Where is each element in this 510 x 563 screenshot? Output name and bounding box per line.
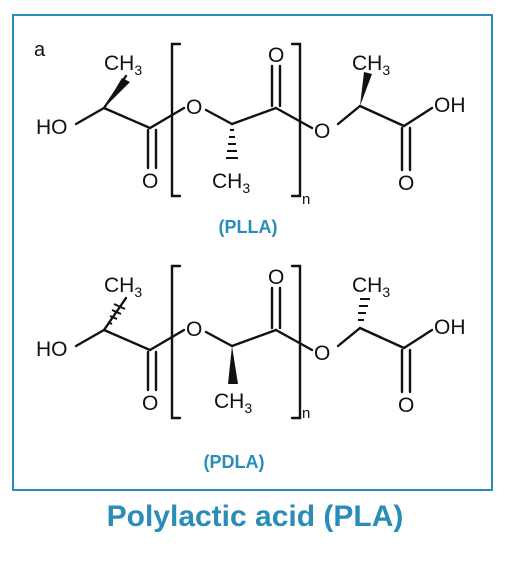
panel-label: a: [34, 39, 46, 61]
plla-repeat-n: n: [302, 191, 310, 208]
plla-ho: HO: [36, 116, 68, 139]
pdla-o-carbonyl-left: O: [142, 392, 158, 415]
figure-frame: [12, 14, 493, 491]
pdla-structure: HO CH3 O O O CH3 n O CH3 O OH (PDLA): [36, 264, 466, 472]
pdla-oh: OH: [434, 316, 466, 339]
figure-title: Polylactic acid (PLA): [106, 500, 404, 533]
plla-o-carbonyl-right: O: [398, 172, 414, 195]
plla-oh: OH: [434, 94, 466, 117]
pdla-wedge-mid: [228, 346, 238, 384]
plla-o-ester-left: O: [186, 96, 202, 119]
pdla-methyl-left: CH3: [104, 274, 142, 300]
plla-label: (PLLA): [219, 217, 278, 237]
pdla-hash-right: [358, 298, 370, 321]
plla-methyl-left: CH3: [104, 52, 142, 78]
pdla-o-carbonyl-mid: O: [268, 266, 284, 289]
plla-methyl-mid: CH3: [212, 170, 250, 196]
plla-wedge-right: [360, 72, 372, 106]
pdla-repeat-n: n: [302, 405, 310, 422]
pdla-methyl-right: CH3: [352, 274, 390, 300]
pdla-methyl-mid: CH3: [214, 390, 252, 416]
pdla-ho: HO: [36, 338, 68, 361]
plla-wedge-left: [104, 78, 130, 108]
plla-hash-mid: [226, 129, 238, 159]
pdla-o-ester-left: O: [186, 318, 202, 341]
pdla-label: (PDLA): [204, 452, 265, 472]
plla-methyl-right: CH3: [352, 52, 390, 78]
pdla-o-ester-right: O: [314, 342, 330, 365]
plla-o-carbonyl-mid: O: [268, 44, 284, 67]
plla-structure: HO CH3 O O O CH3 n O CH3 O OH (PLLA): [36, 42, 466, 237]
plla-o-carbonyl-left: O: [142, 170, 158, 193]
pdla-o-carbonyl-right: O: [398, 394, 414, 417]
pdla-hash-left: [107, 303, 126, 325]
plla-o-ester-right: O: [314, 120, 330, 143]
